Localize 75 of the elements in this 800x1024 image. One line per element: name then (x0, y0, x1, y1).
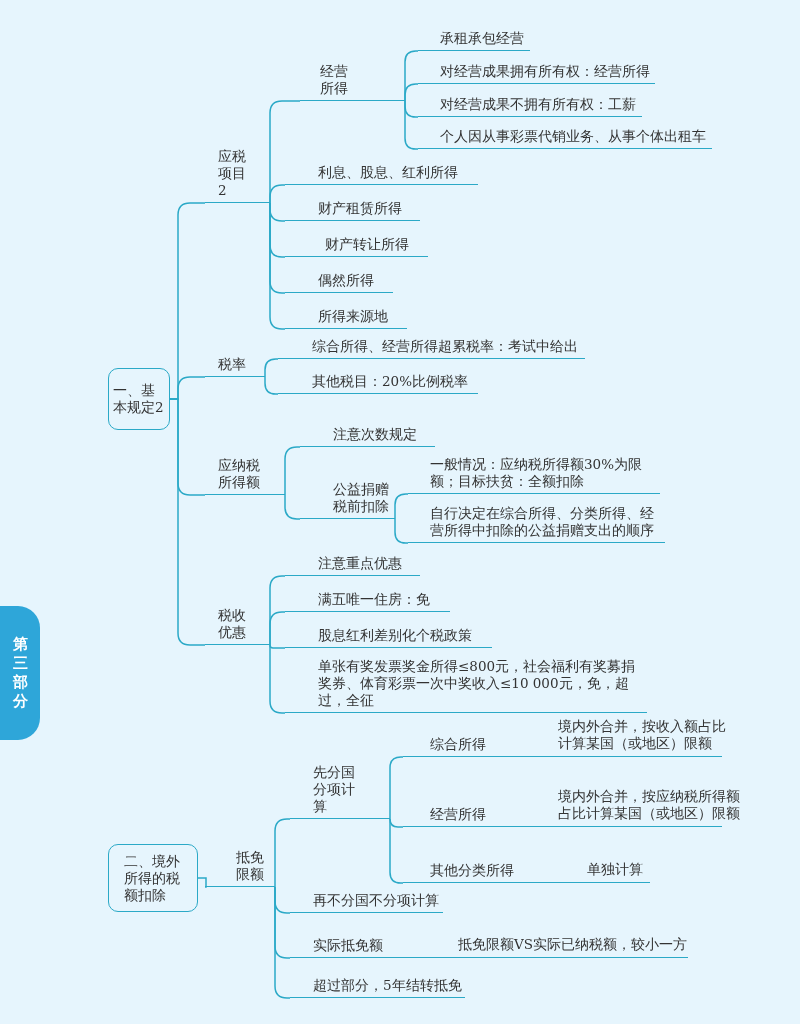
topic-text: 公益捐赠税前扣除 (333, 481, 390, 515)
connector-curve (269, 611, 286, 646)
topic-box (108, 844, 198, 912)
topic-text: 超过部分，5年结转抵免 (313, 977, 462, 994)
branch-line (285, 199, 420, 221)
connector-curve (274, 886, 291, 999)
topic-text: 财产转让所得 (325, 236, 409, 253)
topic-text: 经营所得 (430, 806, 486, 823)
topic-text: 注意次数规定 (333, 426, 417, 443)
branch-line (418, 29, 530, 51)
branch-line (278, 372, 478, 394)
branch-line (285, 235, 428, 257)
topic-text: 其他分类所得 (430, 862, 514, 879)
topic-text: 满五唯一住房：免 (318, 591, 430, 608)
branch-line (300, 425, 435, 447)
connector-curve (269, 202, 286, 330)
branch-line (418, 127, 712, 149)
connector-curve (197, 877, 207, 889)
branch-line (403, 861, 650, 883)
branch-line (285, 626, 492, 648)
topic-text: 其他税目：20%比例税率 (312, 373, 468, 390)
connector-curve (284, 494, 301, 520)
branch-line (418, 62, 655, 84)
topic-text: 应纳税所得额 (218, 457, 261, 491)
topic-text: 境内外合并，按应纳税所得额占比计算某国（或地区）限额 (558, 788, 740, 822)
topic-text: 财产租赁所得 (318, 200, 402, 217)
topic-box (108, 368, 170, 430)
topic-text: 自行决定在综合所得、分类所得、经营所得中扣除的公益捐赠支出的顺序 (430, 505, 655, 539)
topic-text: 应税项目2 (218, 148, 247, 199)
connector-curve (404, 83, 419, 102)
branch-line (285, 554, 420, 576)
topic-text: 一、基本规定2 (113, 382, 165, 416)
connector-curve (264, 376, 279, 395)
branch-line (285, 271, 393, 293)
topic-text: 经营所得 (320, 63, 349, 97)
topic-text: 先分国分项计算 (313, 764, 355, 815)
topic-text: 对经营成果不拥有所有权：工薪 (440, 96, 636, 113)
branch-line (300, 61, 405, 101)
topic-text: 偶然所得 (318, 272, 374, 289)
branch-line (290, 976, 465, 998)
topic-text: 抵免限额VS实际已纳税额，较小一方 (458, 936, 687, 953)
branch-line (285, 307, 407, 329)
topic-text: 再不分国不分项计算 (313, 892, 439, 909)
connector-curve (269, 184, 286, 204)
topic-text: 利息、股息、红利所得 (318, 164, 458, 181)
topic-text: 境内外合并，按收入额占比计算某国（或地区）限额 (558, 718, 727, 752)
topic-text: 二、境外所得的税额扣除 (124, 852, 181, 904)
section-tab (0, 606, 40, 740)
branch-line (290, 936, 688, 958)
branch-line (418, 95, 642, 117)
topic-text: 实际抵免额 (313, 937, 383, 954)
branch-line (285, 163, 478, 185)
topic-text: 对经营成果拥有所有权：经营所得 (440, 63, 650, 80)
connector-curve (274, 818, 291, 888)
connector-curve (269, 644, 286, 649)
topic-text: 承租承包经营 (440, 30, 524, 47)
topic-text: 股息红利差别化个税政策 (318, 627, 472, 644)
topic-text: 综合所得 (430, 736, 486, 753)
topic-text: 税率 (218, 356, 246, 373)
topic-text: 税收优惠 (218, 607, 247, 641)
topic-text: 注意重点优惠 (318, 555, 402, 572)
topic-text: 一般情况：应纳税所得额30%为限额；目标扶贫：全额扣除 (430, 456, 643, 490)
topic-text: 单张有奖发票奖金所得≤800元，社会福利有奖募捐奖券、体育彩票一次中奖收入≤10 000元，免，超过，全征 (318, 658, 637, 709)
tab-text: 第三部分 (12, 635, 28, 711)
branch-line (285, 590, 450, 612)
connector-curve (284, 446, 301, 496)
branch-line (278, 337, 585, 359)
topic-text: 所得来源地 (318, 308, 388, 325)
branch-line (290, 891, 443, 913)
connector-curve (269, 644, 286, 714)
topic-text: 综合所得、经营所得超累税率：考试中给出 (312, 338, 578, 355)
connector-curve (264, 358, 279, 378)
topic-text: 抵免限额 (236, 849, 265, 883)
topic-text: 单独计算 (587, 861, 643, 878)
topic-text: 个人因从事彩票代销业务、从事个体出租车 (440, 128, 706, 145)
